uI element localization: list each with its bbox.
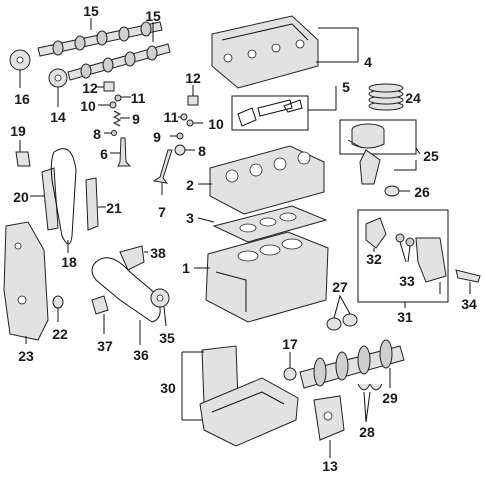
callout-2: 2	[186, 177, 194, 193]
piston-pin	[347, 139, 363, 149]
chain-guide-right	[85, 177, 99, 231]
callout-3: 3	[186, 210, 194, 226]
oil-pump-pickup	[455, 269, 481, 283]
callout-29: 29	[382, 390, 398, 406]
timing-cover	[3, 221, 49, 341]
callout-27: 27	[332, 279, 348, 295]
callout-32: 32	[366, 251, 382, 267]
callout-9-right: 9	[153, 129, 161, 145]
piston	[351, 123, 385, 149]
callout-24: 24	[405, 90, 421, 106]
callout-21: 21	[106, 200, 122, 216]
chain-tensioner-oil-pump	[91, 295, 109, 315]
engine-block	[205, 231, 329, 323]
rear-main-seal	[283, 367, 297, 381]
valve-keeper	[114, 94, 122, 102]
head-gasket	[212, 205, 328, 243]
callout-26: 26	[414, 184, 430, 200]
oil-pump-rotor	[365, 217, 387, 249]
valve-seal	[174, 144, 186, 156]
oil-pump-chain-guide	[119, 245, 145, 271]
callout-18: 18	[61, 254, 77, 270]
callout-22: 22	[52, 326, 68, 342]
callout-10-right: 10	[208, 116, 224, 132]
camshaft-intake	[37, 21, 163, 57]
valve-spring	[112, 110, 122, 127]
callout-38: 38	[150, 245, 166, 261]
main-bearing-a	[326, 317, 342, 331]
callout-30: 30	[160, 380, 176, 396]
rod-bearing	[384, 185, 400, 197]
callout-15-intake-camshaft: 15	[83, 3, 99, 19]
callout-25: 25	[423, 148, 439, 164]
callout-11-left: 11	[130, 90, 146, 106]
callout-10-left: 10	[80, 98, 96, 114]
cam-sprocket-16	[9, 49, 31, 71]
callout-35: 35	[159, 330, 175, 346]
callout-11-right: 11	[163, 109, 179, 125]
cylinder-head	[209, 145, 325, 215]
crankshaft	[299, 339, 405, 389]
valve-lifter	[103, 81, 115, 92]
oil-pan	[199, 377, 299, 447]
oil-pump-body	[415, 237, 447, 283]
valve-exhaust	[152, 149, 173, 184]
callout-8-left: 8	[93, 126, 101, 142]
valve-intake	[117, 137, 132, 167]
callout-7: 7	[158, 204, 166, 220]
cam-sprocket-14	[48, 68, 68, 88]
valve-cover	[211, 15, 319, 89]
valve-lifter-right	[187, 95, 199, 106]
crank-seal	[52, 295, 64, 309]
callout-1: 1	[182, 260, 190, 276]
callout-37: 37	[97, 338, 113, 354]
callout-13: 13	[322, 458, 338, 474]
callout-12-left: 12	[82, 80, 98, 96]
callout-15-exhaust-camshaft: 15	[145, 8, 161, 24]
callout-12-right: 12	[185, 70, 201, 86]
timing-chain	[50, 148, 77, 245]
callout-19: 19	[10, 123, 26, 139]
callout-34: 34	[461, 296, 477, 312]
callout-28: 28	[359, 424, 375, 440]
chain-guide-left	[41, 167, 59, 231]
piston-rings	[368, 83, 404, 111]
main-bearing-b	[342, 313, 358, 327]
callout-20: 20	[13, 189, 29, 205]
camshaft-exhaust	[67, 43, 171, 81]
callout-9-left: 9	[132, 111, 140, 127]
callout-33: 33	[399, 273, 415, 289]
callout-8-right: 8	[198, 143, 206, 159]
callout-6: 6	[100, 146, 108, 162]
callout-16: 16	[14, 91, 30, 107]
callout-31: 31	[397, 309, 413, 325]
thrust-washer-b	[369, 383, 383, 391]
callout-23: 23	[18, 348, 34, 364]
callout-4: 4	[364, 54, 372, 70]
chain-tensioner	[15, 151, 31, 167]
thrust-washer-a	[357, 383, 371, 391]
connecting-rod	[359, 149, 381, 185]
oil-pump-chain	[91, 257, 161, 323]
callout-14: 14	[50, 109, 66, 125]
callout-36: 36	[133, 347, 149, 363]
callout-17: 17	[282, 336, 298, 352]
callout-5: 5	[342, 79, 350, 95]
